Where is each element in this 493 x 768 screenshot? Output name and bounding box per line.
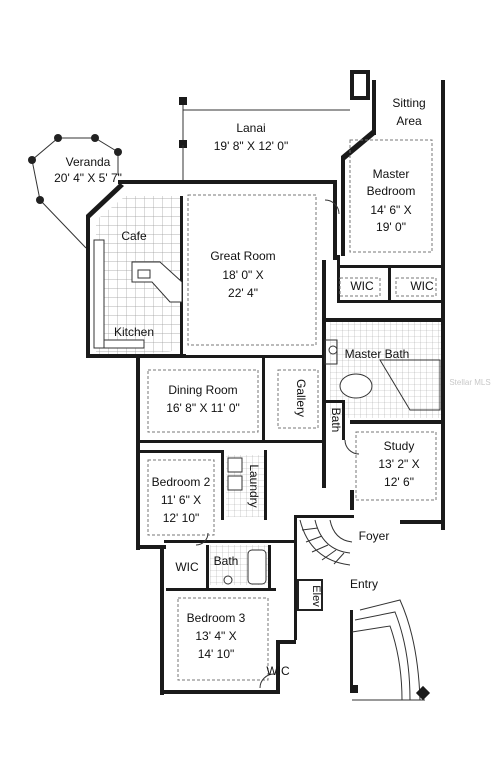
ceiling-outlines bbox=[147, 139, 437, 681]
room-name-laundry: Laundry bbox=[247, 464, 261, 507]
bathtub-icon bbox=[339, 373, 373, 399]
room-name-gallery: Gallery bbox=[294, 379, 308, 417]
room-name-veranda: Veranda bbox=[66, 155, 111, 169]
room-name-cafe: Cafe bbox=[121, 229, 147, 243]
tile-floors bbox=[96, 196, 442, 585]
room-name-master-bedroom-1: Master bbox=[373, 167, 410, 181]
room-name-bedroom3: Bedroom 3 bbox=[187, 611, 246, 625]
room-name-wic-bed3: WIC bbox=[266, 664, 290, 678]
room-size-study-2: 12' 6" bbox=[384, 475, 414, 489]
room-size-dining-room: 16' 8" X 11' 0" bbox=[166, 401, 240, 415]
room-name-bedroom2: Bedroom 2 bbox=[152, 475, 211, 489]
toilet-icon bbox=[328, 345, 338, 355]
laundry-fixtures bbox=[227, 457, 243, 491]
exterior-walls bbox=[86, 70, 445, 695]
toilet-icon bbox=[223, 575, 233, 585]
room-name-dining-room: Dining Room bbox=[168, 383, 237, 397]
room-size-lanai: 19' 8" X 12' 0" bbox=[214, 139, 288, 153]
room-size-bedroom2-2: 12' 10" bbox=[163, 511, 200, 525]
room-name-great-room: Great Room bbox=[210, 249, 275, 263]
room-name-bath2: Bath bbox=[214, 554, 239, 568]
column-icon bbox=[114, 148, 122, 156]
curved-staircase bbox=[299, 519, 353, 566]
room-name-sitting-area-2: Area bbox=[396, 114, 422, 128]
room-size-bedroom2-1: 11' 6" X bbox=[161, 493, 201, 507]
veranda-area bbox=[28, 134, 122, 249]
door-swings bbox=[195, 199, 360, 689]
watermark: Stellar MLS bbox=[449, 378, 490, 387]
room-name-elev: Elev bbox=[310, 585, 322, 607]
room-size-bedroom3-2: 14' 10" bbox=[198, 647, 235, 661]
room-name-wic-bed2: WIC bbox=[175, 560, 199, 574]
room-size-bedroom3-1: 13' 4" X bbox=[195, 629, 236, 643]
room-name-wic-master-right: WIC bbox=[410, 279, 434, 293]
room-size-master-bedroom-1: 14' 6" X bbox=[370, 203, 411, 217]
room-name-study: Study bbox=[384, 439, 415, 453]
entry-steps bbox=[350, 599, 431, 701]
column-icon bbox=[36, 196, 44, 204]
column-icon bbox=[91, 134, 99, 142]
room-name-wic-master-left: WIC bbox=[350, 279, 374, 293]
room-name-bath-small: Bath bbox=[329, 408, 343, 433]
room-name-foyer: Foyer bbox=[359, 529, 390, 543]
elevator bbox=[297, 579, 323, 611]
room-size-master-bedroom-2: 19' 0" bbox=[376, 220, 406, 234]
interior-walls bbox=[136, 196, 441, 685]
room-name-lanai: Lanai bbox=[236, 121, 265, 135]
room-labels: Lanai 19' 8" X 12' 0" Veranda 20' 4" X 5… bbox=[54, 96, 434, 678]
room-size-great-room-1: 18' 0" X bbox=[222, 268, 263, 282]
room-name-sitting-area-1: Sitting bbox=[392, 96, 425, 110]
room-size-great-room-2: 22' 4" bbox=[228, 286, 258, 300]
master-bath-fixtures bbox=[324, 339, 441, 411]
kitchen-counters bbox=[93, 239, 183, 349]
room-name-master-bath: Master Bath bbox=[345, 347, 410, 361]
lanai-area bbox=[179, 97, 350, 182]
bath2-fixtures bbox=[223, 549, 267, 585]
room-name-kitchen: Kitchen bbox=[114, 325, 154, 339]
room-name-master-bedroom-2: Bedroom bbox=[367, 184, 416, 198]
column-icon bbox=[28, 156, 36, 164]
room-size-study-1: 13' 2" X bbox=[378, 457, 419, 471]
room-size-veranda: 20' 4" X 5' 7" bbox=[54, 171, 122, 185]
column-icon bbox=[54, 134, 62, 142]
bathtub-icon bbox=[247, 549, 267, 585]
room-name-entry: Entry bbox=[350, 577, 378, 591]
